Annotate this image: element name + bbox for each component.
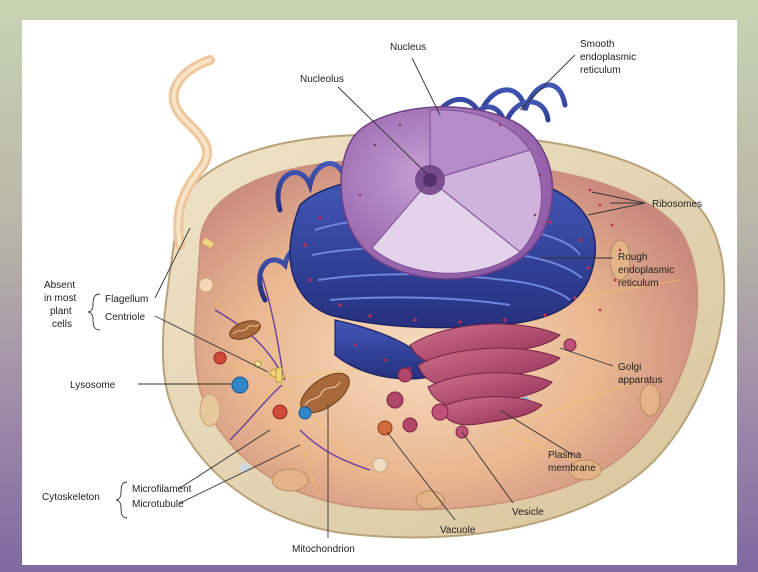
label-flagellum: Flagellum — [105, 294, 148, 305]
label-microfilament: Microfilament — [132, 484, 192, 495]
label-golgi-1: Golgi — [618, 362, 641, 373]
label-absent-2: in most — [44, 293, 76, 304]
label-plasma-membrane-2: membrane — [548, 463, 596, 474]
label-ribosomes: Ribosomes — [652, 199, 702, 210]
nucleus — [341, 107, 552, 279]
basal-body — [199, 278, 213, 292]
label-plasma-membrane-1: Plasma — [548, 450, 582, 461]
label-golgi-2: apparatus — [618, 375, 662, 386]
label-centriole: Centriole — [105, 312, 145, 323]
label-rough-er-1: Rough — [618, 252, 647, 263]
label-absent-3: plant — [50, 306, 72, 317]
label-rough-er-2: endoplasmic — [618, 265, 674, 276]
label-smooth-er-3: reticulum — [580, 65, 621, 76]
label-smooth-er-1: Smooth — [580, 39, 614, 50]
label-mitochondrion: Mitochondrion — [292, 544, 355, 555]
label-cytoskeleton: Cytoskeleton — [42, 492, 100, 503]
label-absent-1: Absent — [44, 280, 75, 291]
label-smooth-er-2: endoplasmic — [580, 52, 636, 63]
label-vesicle: Vesicle — [512, 507, 544, 518]
label-nucleus: Nucleus — [390, 42, 426, 53]
label-rough-er-3: reticulum — [618, 278, 659, 289]
label-nucleolus: Nucleolus — [300, 74, 344, 85]
label-absent-4: cells — [52, 319, 72, 330]
label-microtubule: Microtubule — [132, 499, 184, 510]
label-lysosome: Lysosome — [70, 380, 116, 391]
label-vacuole: Vacuole — [440, 525, 476, 536]
